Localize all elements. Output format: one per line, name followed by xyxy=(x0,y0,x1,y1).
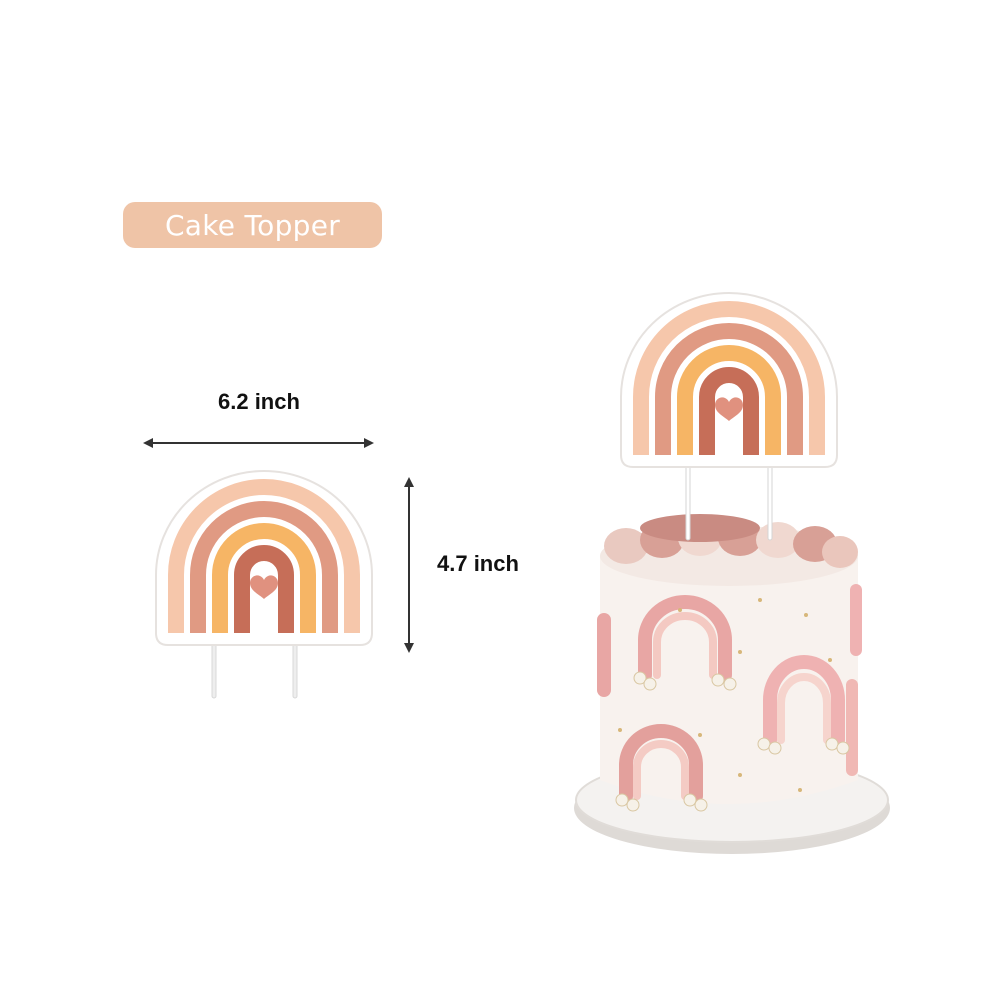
height-dimension-label: 4.7 inch xyxy=(437,551,519,576)
width-dimension-label: 6.2 inch xyxy=(218,389,300,414)
cake-topper-badge: Cake Topper xyxy=(123,202,382,248)
decorated-cake xyxy=(574,293,890,854)
cake-topper-diagram xyxy=(156,471,372,699)
cake-topper-badge-label: Cake Topper xyxy=(164,208,341,242)
